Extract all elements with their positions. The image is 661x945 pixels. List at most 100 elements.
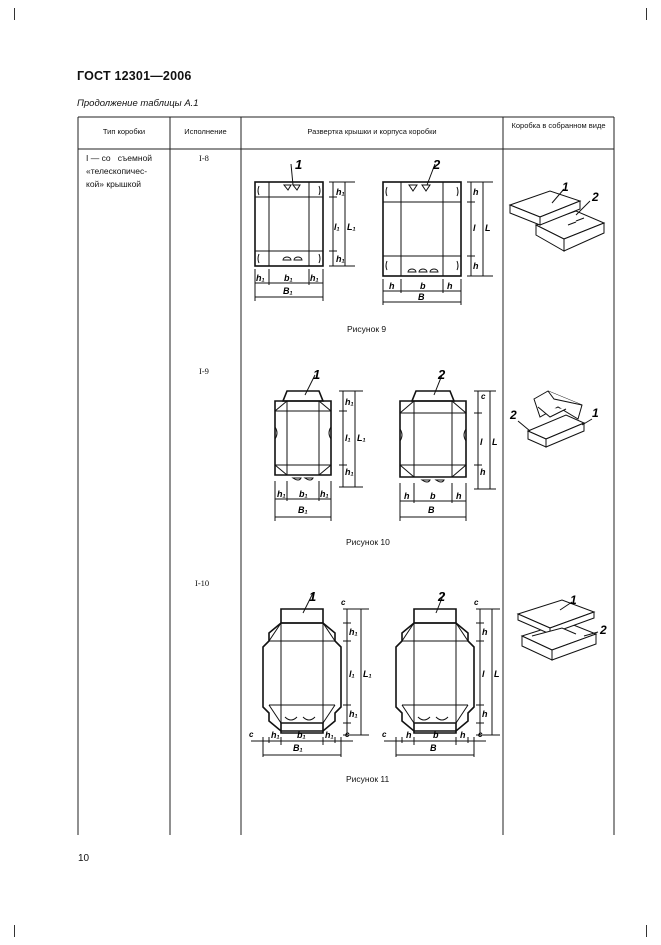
dim-h1: h₁: [345, 467, 354, 477]
figure-9-lid-layout: 1 h₁ b₁ h₁ B₁ h₁ l₁ L₁ h₁: [245, 155, 365, 305]
dim-h1: h₁: [336, 187, 345, 197]
dim-h1: h₁: [256, 273, 265, 283]
figure-9-caption: Рисунок 9: [347, 324, 387, 334]
callout-lid: 1: [592, 406, 599, 420]
box-type-line: кой» крышкой: [86, 178, 142, 189]
body-layout-drawing: 2 h b h B c l L h: [399, 367, 498, 521]
figure-10-lid-layout: 1 h₁ b₁ h₁ B₁ h₁ l₁ L₁ h₁: [265, 365, 375, 525]
callout-lid: 1: [562, 180, 569, 194]
dim-h: h: [404, 491, 410, 501]
callout-body: 2: [432, 157, 441, 172]
callout-lid: 1: [309, 589, 316, 604]
dim-l: l: [482, 669, 485, 679]
dim-b1: b₁: [284, 273, 293, 283]
dim-b: b: [430, 491, 436, 501]
dim-l1: l₁: [349, 669, 355, 679]
dim-h1: h₁: [271, 730, 280, 740]
dim-c: c: [474, 598, 479, 607]
variant-i8: I-8: [199, 153, 209, 163]
dim-h1: h₁: [336, 254, 345, 264]
dim-c: c: [249, 730, 254, 739]
dim-B1: B₁: [298, 505, 308, 515]
dim-h1: h₁: [277, 489, 286, 499]
dim-l: l: [480, 437, 483, 447]
document-title: ГОСТ 12301—2006: [77, 69, 192, 83]
dim-h: h: [480, 467, 486, 477]
dim-l: l: [473, 223, 476, 233]
variant-i10: I-10: [195, 578, 210, 588]
dim-b1: b₁: [297, 730, 306, 740]
figure-10-assembled-box: 2 1: [508, 385, 608, 455]
box-type-cell: I — со съемной «телескопичес- кой» крышк…: [86, 152, 166, 190]
dim-B1: B₁: [283, 286, 293, 296]
dim-h: h: [406, 730, 412, 740]
dim-L1: L₁: [347, 222, 356, 232]
figure-11-assembled-box: 1 2: [510, 592, 610, 664]
dim-c: c: [481, 392, 486, 401]
corner-mark: [646, 925, 647, 937]
dim-h: h: [447, 281, 453, 291]
dim-b: b: [433, 730, 439, 740]
dim-h1: h₁: [325, 730, 334, 740]
assembled-box-drawing: 1 2: [508, 180, 606, 252]
corner-mark: [14, 925, 15, 937]
callout-body: 2: [437, 367, 446, 382]
lid-layout-drawing: 1 h₁ b₁ h₁ B₁ h₁ l₁ L₁ h₁: [254, 157, 356, 301]
dim-l1: l₁: [334, 222, 340, 232]
figure-11-lid-layout: 1 c h₁ b₁ h₁ c B₁ c h₁ l₁ L₁ h₁: [245, 585, 375, 770]
assembled-box-drawing: 1 2: [516, 593, 607, 661]
dim-B: B: [428, 505, 435, 515]
callout-body: 2: [437, 589, 446, 604]
dim-l1: l₁: [345, 433, 351, 443]
dim-h: h: [473, 187, 479, 197]
table-continuation-note: Продолжение таблицы А.1: [77, 98, 199, 109]
figure-10-body-layout: 2 h b h B c l L h: [390, 365, 500, 525]
dim-h1: h₁: [320, 489, 329, 499]
figure-10-caption: Рисунок 10: [346, 537, 390, 547]
dim-h1: h₁: [345, 397, 354, 407]
callout-lid: 1: [570, 593, 577, 607]
dim-h: h: [456, 491, 462, 501]
callout-body: 2: [509, 408, 517, 422]
corner-mark: [646, 8, 647, 20]
figure-11-caption: Рисунок 11: [346, 774, 390, 784]
header-box-type: Тип коробки: [102, 127, 146, 136]
dim-b: b: [420, 281, 426, 291]
variant-i9: I-9: [199, 366, 209, 376]
dim-h: h: [473, 261, 479, 271]
dim-L: L: [494, 669, 500, 679]
lid-layout-drawing: 1 c h₁ b₁ h₁ c B₁ c h₁ l₁ L₁ h₁: [249, 589, 372, 757]
dim-h: h: [482, 709, 488, 719]
dim-h: h: [389, 281, 395, 291]
callout-body: 2: [591, 190, 599, 204]
box-type-line: «телескопичес-: [86, 165, 148, 176]
dim-c: c: [341, 598, 346, 607]
header-execution: Исполнение: [184, 127, 227, 136]
dim-h1: h₁: [310, 273, 319, 283]
callout-body: 2: [599, 623, 607, 637]
dim-L: L: [485, 223, 491, 233]
body-layout-drawing: 2 c h b h c B c h l L h: [382, 589, 500, 757]
dim-L1: L₁: [357, 433, 366, 443]
header-assembled: Коробка в собранном виде: [511, 121, 606, 130]
page-number: 10: [78, 853, 90, 864]
dim-B1: B₁: [293, 743, 303, 753]
dim-c: c: [382, 730, 387, 739]
dim-c: c: [478, 730, 483, 739]
figure-9-assembled-box: 1 2: [506, 175, 610, 255]
dim-L1: L₁: [363, 669, 372, 679]
dim-h1: h₁: [349, 709, 358, 719]
body-layout-drawing: 2 h b h B h l L h: [382, 157, 493, 305]
dim-h: h: [482, 627, 488, 637]
dim-h: h: [460, 730, 466, 740]
dim-B: B: [430, 743, 437, 753]
dim-h1: h₁: [349, 627, 358, 637]
callout-lid: 1: [295, 157, 302, 172]
header-layout: Развертка крышки и корпуса коробки: [307, 127, 437, 136]
dim-c: c: [345, 730, 350, 739]
dim-L: L: [492, 437, 498, 447]
figure-9-body-layout: 2 h b h B h l L h: [375, 155, 495, 305]
assembled-box-drawing: 2 1: [509, 390, 599, 448]
dim-B: B: [418, 292, 425, 302]
box-type-line: I — со съемной: [86, 153, 153, 163]
